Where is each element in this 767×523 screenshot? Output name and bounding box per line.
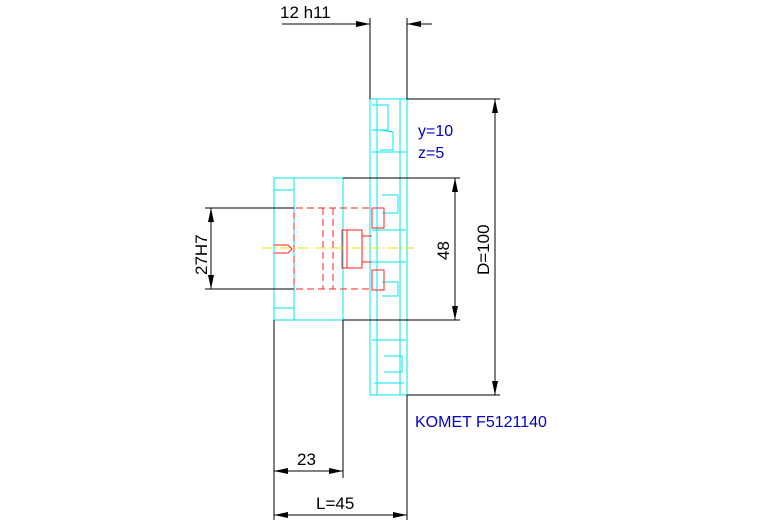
tooth-spec-z: z=5 [418,145,444,162]
hub-length-dimension-label: 23 [297,450,316,469]
tooth-spec-y: y=10 [418,123,453,140]
bore-dimension-label: 27H7 [192,234,211,275]
hub-dimension-label: 48 [434,241,453,260]
dimension-diameter: D=100 [407,98,500,396]
bore-hidden-lines [274,207,385,291]
length-dimension-label: L=45 [316,494,354,513]
diameter-dimension-label: D=100 [474,224,493,275]
dimension-length: L=45 [274,395,408,520]
part-number-label: KOMET F5121140 [415,414,547,431]
dimension-width: 12 h11 [280,3,432,99]
dimension-hub: 48 [343,177,460,321]
dimension-hub-length: 23 [273,320,344,520]
cutter-body-outline [273,98,408,396]
dimension-bore: 27H7 [192,207,294,290]
width-dimension-label: 12 h11 [280,3,331,22]
